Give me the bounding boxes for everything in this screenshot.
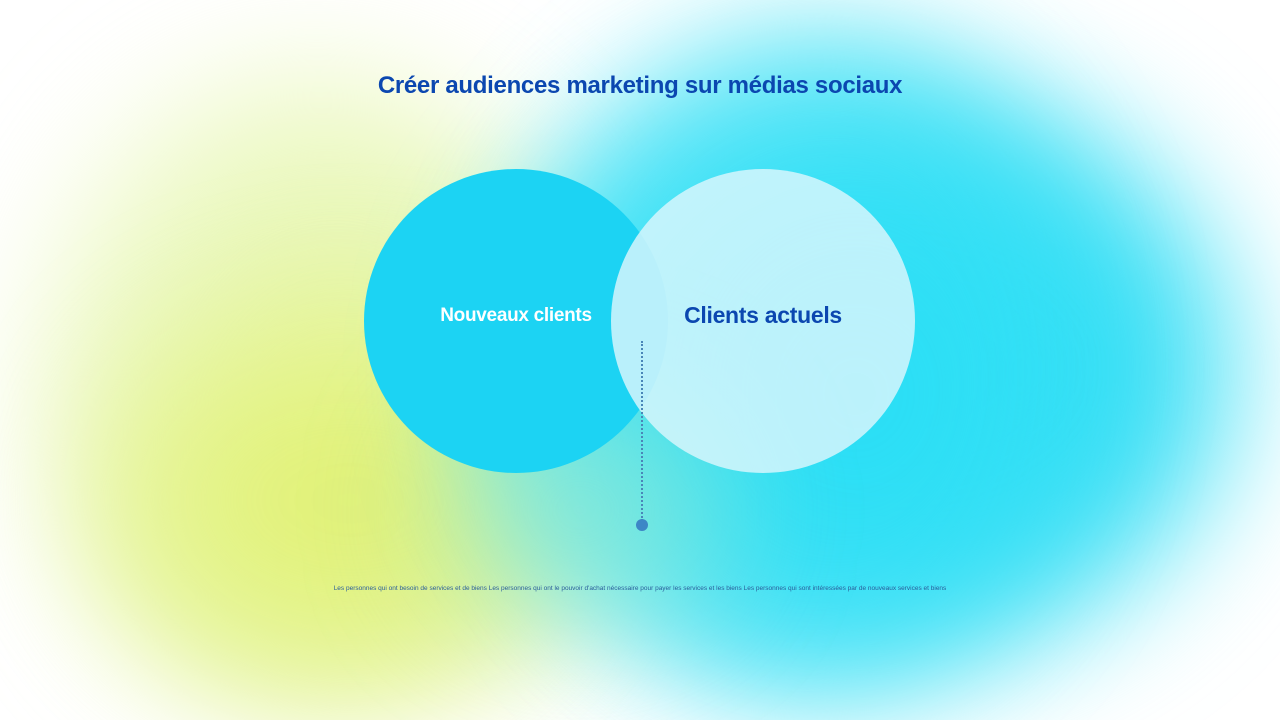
- slide-title: Créer audiences marketing sur médias soc…: [377, 72, 903, 99]
- dotted-connector-line: [641, 341, 643, 521]
- venn-circle-current-clients: [611, 169, 915, 473]
- diagram-caption: Les personnes qui ont besoin de services…: [333, 585, 947, 592]
- venn-label-new-clients: Nouveaux clients: [440, 305, 592, 326]
- venn-label-current-clients: Clients actuels: [684, 302, 842, 328]
- connector-endpoint-dot: [636, 519, 648, 531]
